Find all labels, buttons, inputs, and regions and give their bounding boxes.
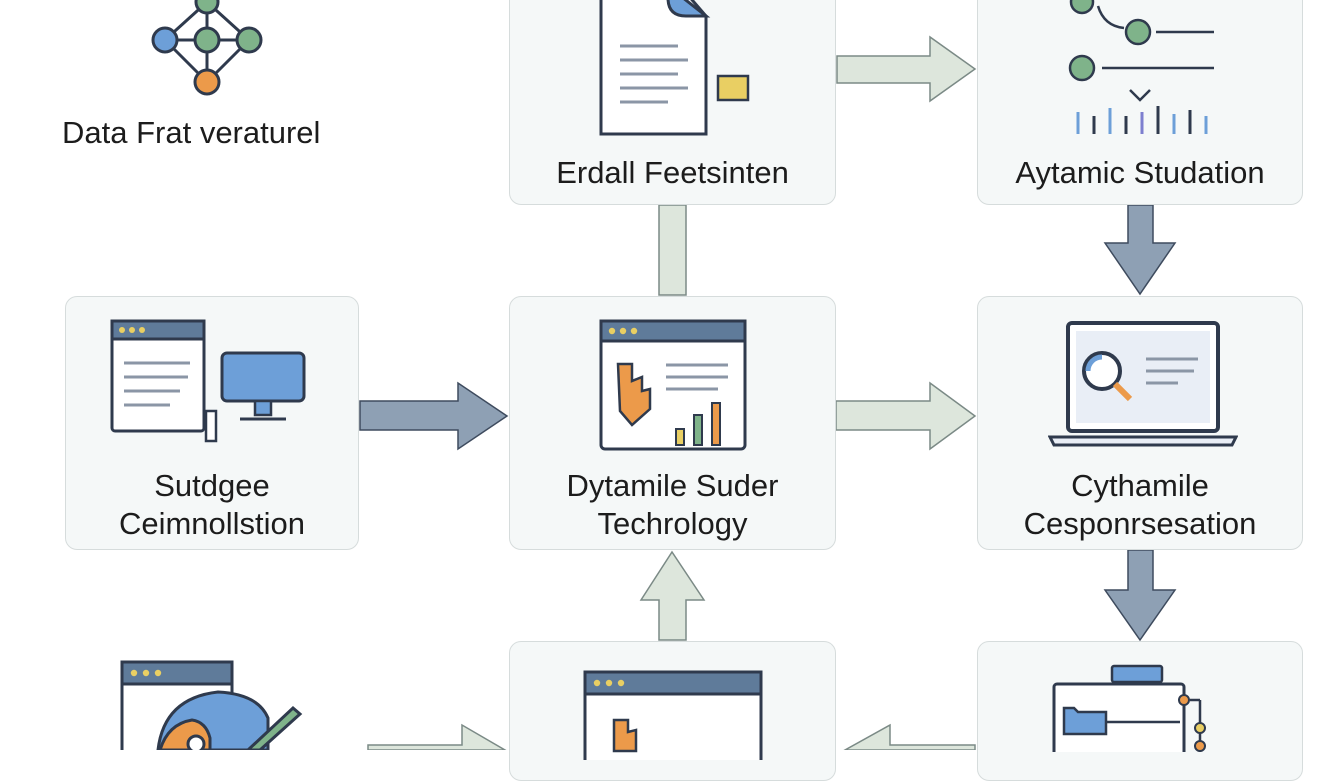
node-mid-right-label-1: Cythamile [1071, 468, 1209, 503]
timeline-icon [1068, 0, 1214, 134]
arrow-bottom-up [639, 550, 706, 641]
browser-chart-icon [599, 319, 747, 451]
node-top-middle: Erdall Feetsinten [509, 0, 836, 205]
arrow-right-down-2 [1103, 549, 1177, 642]
arrow-bottom-left-to-middle [367, 723, 507, 750]
node-mid-right: Cythamile Cesponrsesation [977, 296, 1303, 550]
laptop-search-icon [1048, 321, 1238, 447]
node-top-right-label: Aytamic Studation [1015, 155, 1265, 190]
node-bottom-middle [509, 641, 836, 781]
node-top-middle-label: Erdall Feetsinten [556, 155, 789, 190]
node-bottom-right [977, 641, 1303, 781]
folder-flow-icon [1052, 664, 1206, 752]
browser-chart-icon-2 [583, 670, 763, 760]
document-icon [599, 0, 750, 136]
connector-layer [359, 35, 1177, 750]
node-top-right: Aytamic Studation [977, 0, 1303, 205]
network-node-label: Data Frat veraturel [62, 115, 321, 150]
node-mid-right-label-2: Cesponrsesation [1023, 506, 1257, 541]
node-mid-center-label-1: Dytamile Suder [566, 468, 779, 503]
node-mid-left-label-1: Sutdgee [154, 468, 270, 503]
arrow-right-down-1 [1103, 204, 1177, 296]
arrow-bottom-right-to-middle [843, 723, 976, 750]
node-mid-left: Sutdgee Ceimnollstion [65, 296, 359, 550]
arrow-center-to-right [835, 381, 977, 451]
node-mid-center-label-2: Techrology [597, 506, 748, 541]
connector-center-up [658, 204, 687, 296]
network-graph-icon [151, 0, 263, 96]
browser-monitor-icon [110, 319, 306, 443]
arrow-top-right [836, 35, 977, 103]
node-mid-left-label-2: Ceimnollstion [118, 506, 306, 541]
node-mid-center: Dytamile Suder Techrology [509, 296, 836, 550]
arrow-left-to-center [359, 381, 509, 451]
browser-shield-icon [120, 660, 303, 750]
